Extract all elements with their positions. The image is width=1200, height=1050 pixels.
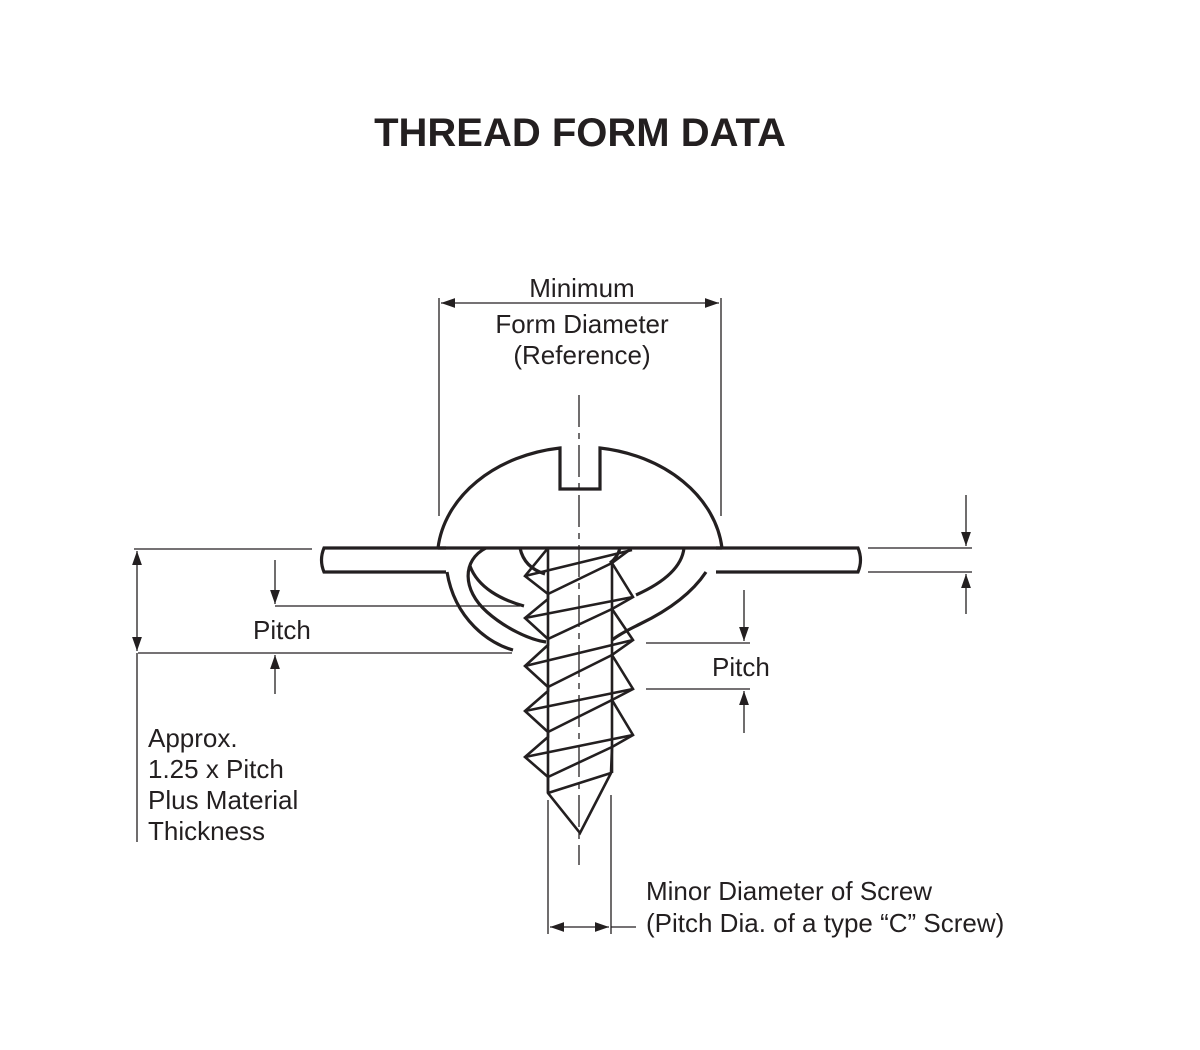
screw-head	[436, 446, 724, 550]
min-form-label-line2: Form Diameter	[495, 309, 669, 339]
minor-diameter-label-line2: (Pitch Dia. of a type “C” Screw)	[646, 908, 1004, 938]
pitch-label-right: Pitch	[712, 652, 770, 682]
minor-diameter-label-line1: Minor Diameter of Screw	[646, 876, 932, 906]
sheet-material	[319, 546, 863, 574]
approx-label-line3: Plus Material	[148, 785, 298, 815]
diagram-title: THREAD FORM DATA	[374, 111, 786, 155]
min-form-label-line3: (Reference)	[513, 340, 650, 370]
material-thickness-dimension	[868, 495, 972, 614]
minor-diameter-dimension	[547, 795, 636, 934]
min-form-label-line1: Minimum	[529, 273, 634, 303]
engagement-length-dimension	[132, 548, 312, 842]
pitch-label-left: Pitch	[253, 615, 311, 645]
pitch-dimension-right	[646, 590, 750, 733]
approx-label-line4: Thickness	[148, 816, 265, 846]
screw-threads	[523, 546, 636, 836]
approx-label-line1: Approx.	[148, 723, 238, 753]
min-form-diameter-dimension	[438, 298, 722, 516]
pitch-dimension-left	[138, 560, 520, 694]
approx-label-line2: 1.25 x Pitch	[148, 754, 284, 784]
